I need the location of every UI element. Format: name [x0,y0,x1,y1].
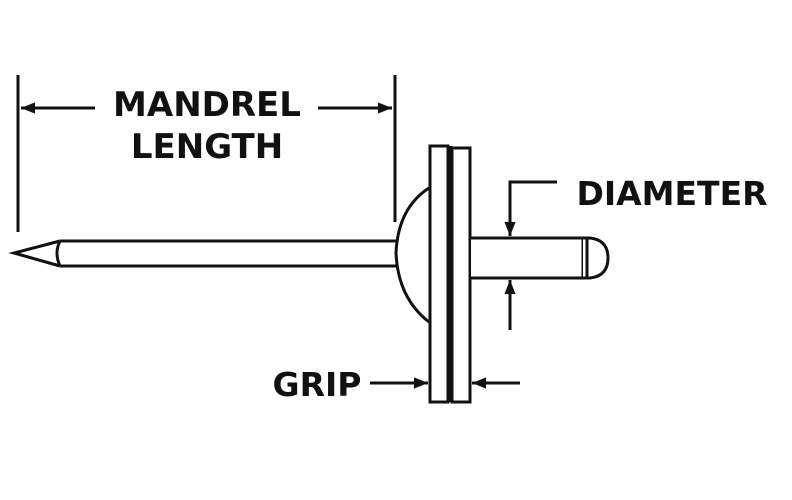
mandrel-shaft [8,239,398,268]
plate-right [450,146,472,404]
mandrel-length-label-line1: MANDREL [113,85,301,125]
plate-left [428,144,450,404]
diameter-leader [504,180,557,236]
mandrel-length-label-line2: LENGTH [131,127,283,167]
diameter-label: DIAMETER [576,174,767,213]
rivet-head [394,186,430,324]
grip-label: GRIP [273,365,362,404]
rivet-body [471,236,585,280]
rivet-tail [583,236,610,280]
